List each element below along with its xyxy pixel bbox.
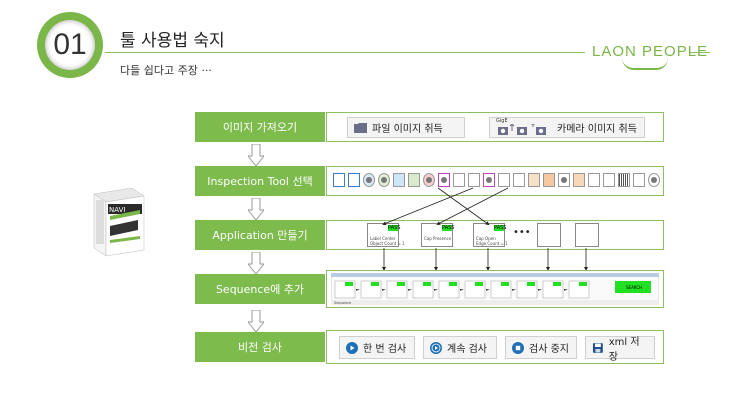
logo-arc <box>622 58 668 70</box>
empty-tool-box[interactable] <box>575 223 599 247</box>
tool-icon[interactable] <box>393 173 405 187</box>
pass-badge: PASS <box>442 225 455 231</box>
flow-arrow-1 <box>248 144 264 166</box>
slide-subtitle: 다들 쉽다고 주장 ··· <box>120 64 212 77</box>
file-image-button[interactable]: 파일 이미지 취득 <box>347 117 465 138</box>
step-select-inspection-tool: Inspection Tool 선택 <box>195 166 325 196</box>
tool-icon[interactable] <box>378 173 390 187</box>
sequence-editor-image: SEARCH Sequence <box>331 273 659 305</box>
tool-icon[interactable] <box>603 173 615 187</box>
flow-arrow-2 <box>248 198 264 220</box>
sequence-footer-label: Sequence <box>334 301 351 305</box>
tool-icon[interactable] <box>648 173 660 187</box>
slide-title: 툴 사용법 숙지 <box>120 31 225 51</box>
save-disk-icon <box>592 342 603 353</box>
tool-icon[interactable] <box>363 173 375 187</box>
barcode-tool-icon[interactable] <box>618 173 630 187</box>
pass-badge: PASS <box>494 225 507 231</box>
run-once-label: 한 번 검사 <box>363 344 407 355</box>
run-continuous-button[interactable]: 계속 검사 <box>423 336 497 359</box>
camera-icon <box>498 124 546 135</box>
tool-icon[interactable] <box>423 173 435 187</box>
step-add-to-sequence: Sequence에 추가 <box>195 274 325 304</box>
sequence-result-label: SEARCH <box>626 285 642 290</box>
sequence-panel: SEARCH Sequence <box>326 270 664 308</box>
app-box-line2: Edge Count = 1 <box>476 241 508 246</box>
step-import-image: 이미지 가져오기 <box>195 112 325 142</box>
stop-inspection-label: 검사 중지 <box>529 344 569 355</box>
product-label: NAVI <box>109 206 125 214</box>
tool-icon[interactable] <box>543 173 555 187</box>
app-box-line1: Cap Presence <box>424 236 452 241</box>
application-tool-box[interactable]: PASS Cap Presence <box>421 223 455 247</box>
continuous-play-icon <box>430 341 442 354</box>
tool-icon[interactable] <box>633 173 645 187</box>
play-icon <box>346 341 358 354</box>
tool-icon[interactable] <box>483 173 495 187</box>
stop-inspection-button[interactable]: 검사 중지 <box>505 336 577 359</box>
pass-badge: PASS <box>388 225 401 231</box>
step-vision-inspection: 비전 검사 <box>195 332 325 362</box>
tool-icon[interactable] <box>453 173 465 187</box>
tool-icon[interactable] <box>438 173 450 187</box>
company-logo: LAON PEOPLE <box>592 43 709 60</box>
camera-image-label: 카메라 이미지 취득 <box>557 124 637 135</box>
run-continuous-label: 계속 검사 <box>447 344 487 355</box>
inspection-control-panel: 한 번 검사 계속 검사 검사 중지 xml 저장 <box>326 330 664 364</box>
app-box-line2: Object Count = 1 <box>370 241 405 246</box>
tool-icon[interactable] <box>513 173 525 187</box>
tool-icon[interactable] <box>348 173 360 187</box>
tool-icon[interactable] <box>558 173 570 187</box>
gige-label: GigE <box>496 118 508 124</box>
title-divider-end <box>690 52 710 53</box>
tool-icon[interactable] <box>408 173 420 187</box>
empty-tool-box[interactable] <box>537 223 561 247</box>
tool-icon[interactable] <box>528 173 540 187</box>
file-image-label: 파일 이미지 취득 <box>372 124 443 135</box>
app-box-line1: Cap Open <box>476 236 496 241</box>
flow-arrow-4 <box>248 310 264 332</box>
run-once-button[interactable]: 한 번 검사 <box>339 336 415 359</box>
folder-icon <box>354 123 367 133</box>
camera-icons: GigE <box>496 118 552 137</box>
save-xml-label: xml 저장 <box>608 336 640 363</box>
application-tool-box[interactable]: PASS Label Center Object Count = 1 <box>367 223 405 247</box>
application-tool-box[interactable]: PASS Cap Open Edge Count = 1 <box>473 223 508 247</box>
image-acquire-panel: 파일 이미지 취득 GigE 카메라 이미지 취득 <box>326 112 664 142</box>
stop-icon <box>512 341 524 354</box>
connector-lines <box>382 187 588 271</box>
product-box-image: NAVI <box>93 187 145 257</box>
tool-icon[interactable] <box>468 173 480 187</box>
tool-palette-panel <box>326 166 664 196</box>
tool-icon[interactable] <box>573 173 585 187</box>
title-divider <box>105 52 585 53</box>
step-make-application: Application 만들기 <box>195 220 325 250</box>
app-box-line1: Label Center <box>370 236 396 241</box>
camera-image-button[interactable]: GigE 카메라 이미지 취득 <box>489 117 645 138</box>
flow-arrow-3 <box>248 252 264 274</box>
tool-icon[interactable] <box>498 173 510 187</box>
save-xml-button[interactable]: xml 저장 <box>585 336 655 363</box>
slide-number: 01 <box>45 20 95 70</box>
tool-icon[interactable] <box>333 173 345 187</box>
more-ellipsis: ••• <box>513 227 531 238</box>
tool-icon[interactable] <box>588 173 600 187</box>
